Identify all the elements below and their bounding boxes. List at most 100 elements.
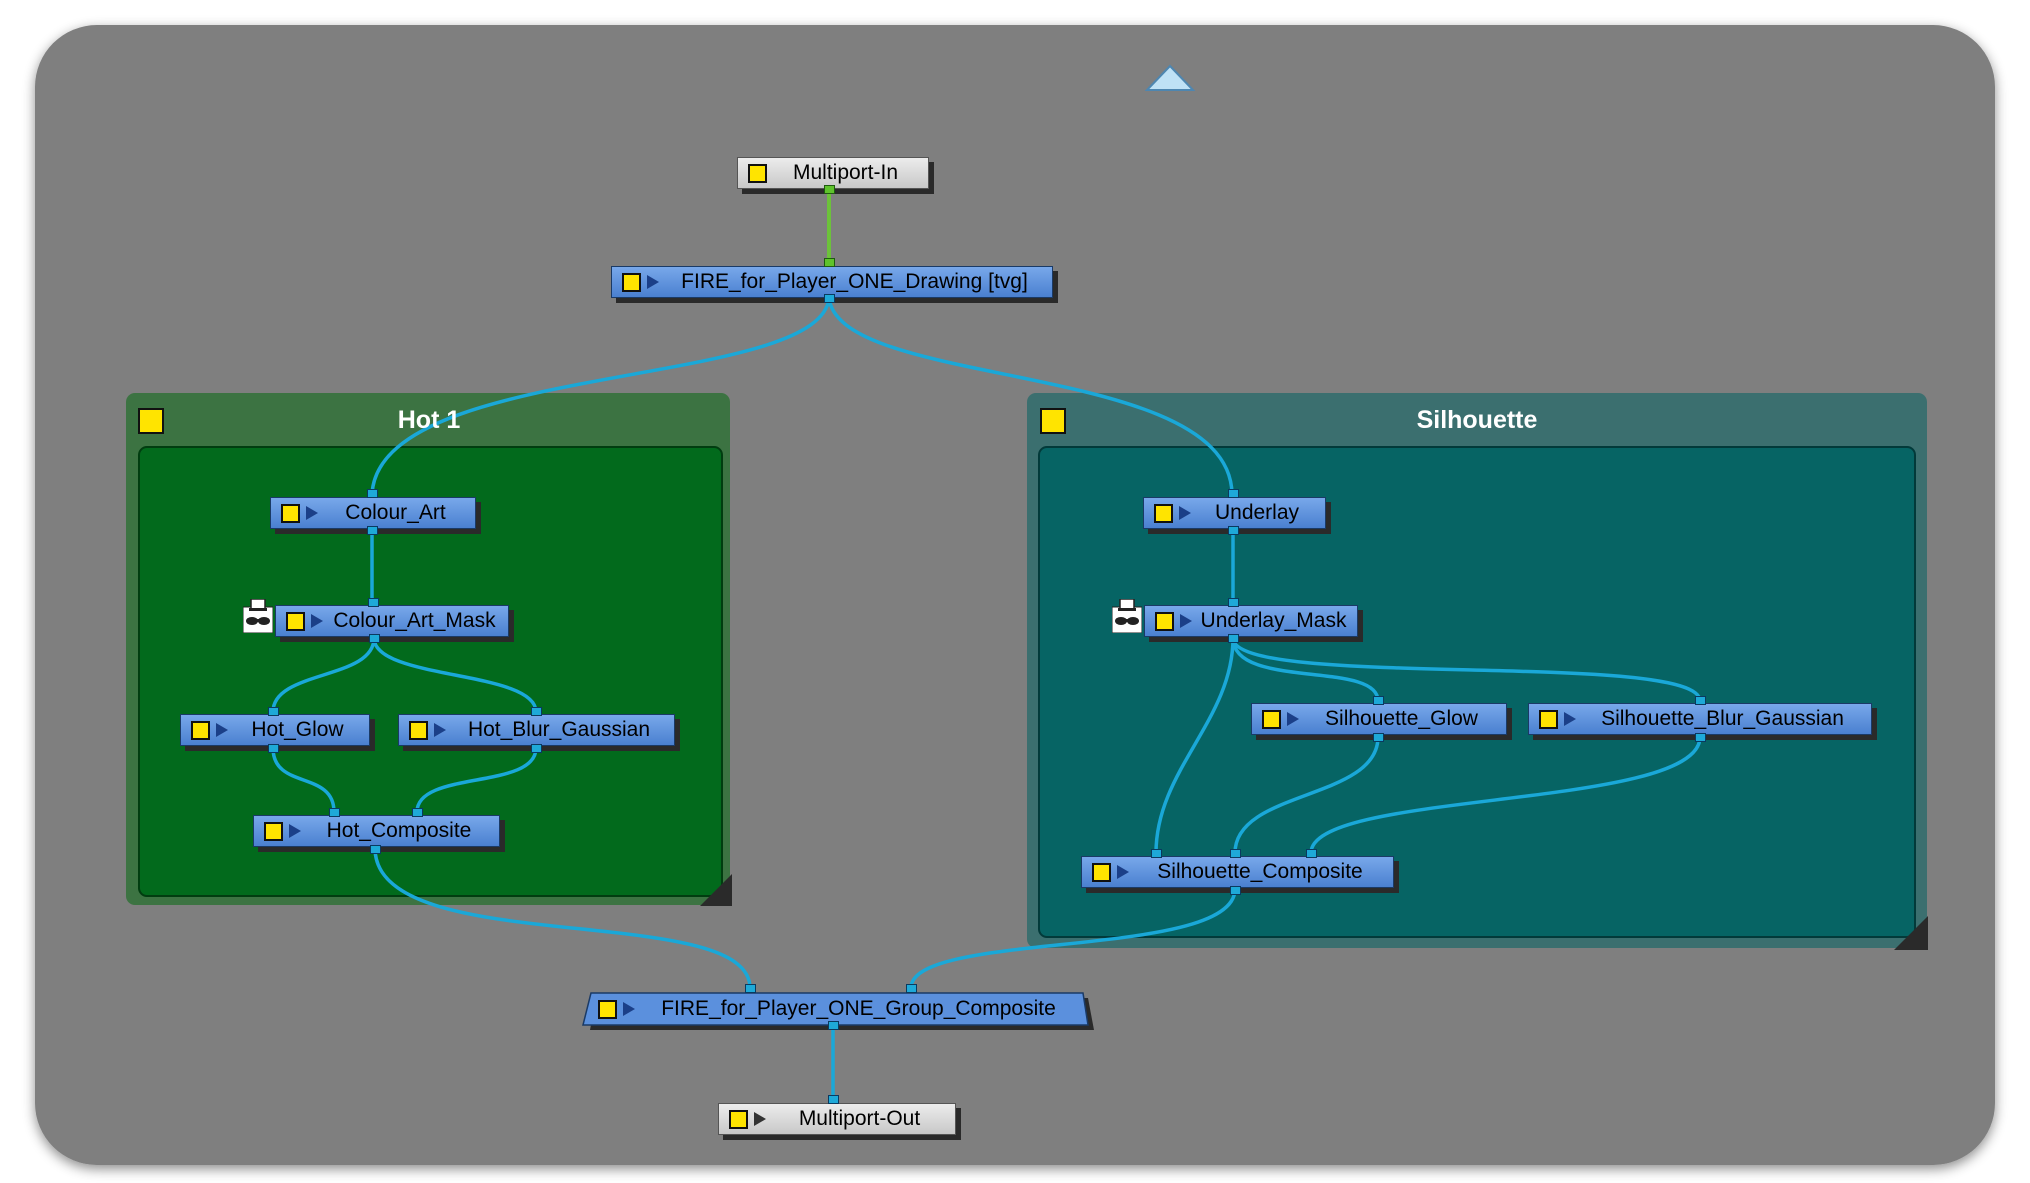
group-silhouette-body	[1038, 446, 1916, 938]
node-label: Silhouette_Composite	[1157, 860, 1363, 883]
wire-silhouette-blur-to-composite	[1309, 736, 1702, 854]
input-port[interactable]	[1230, 849, 1241, 858]
wire-silhouette-glow-to-composite	[1233, 736, 1380, 854]
wire-mask-to-hot-glow	[271, 637, 376, 713]
input-port[interactable]	[531, 707, 542, 716]
node-drawing[interactable]: FIRE_for_Player_ONE_Drawing [tvg]	[611, 266, 1053, 298]
enable-chip-icon[interactable]	[1262, 709, 1281, 729]
wire-hot-composite-to-group-composite	[373, 847, 752, 989]
input-port[interactable]	[412, 808, 423, 817]
play-triangle-icon[interactable]	[1564, 712, 1576, 726]
node-colour-art[interactable]: Colour_Art	[270, 497, 476, 529]
enable-chip-icon[interactable]	[1092, 862, 1111, 882]
input-port[interactable]	[367, 489, 378, 498]
play-triangle-icon[interactable]	[1287, 712, 1299, 726]
output-port[interactable]	[367, 526, 378, 535]
group-silhouette-enable-chip[interactable]	[1040, 408, 1066, 434]
wire-hot-blur-to-composite	[415, 747, 538, 813]
input-port[interactable]	[1695, 696, 1706, 705]
enable-chip-icon[interactable]	[1155, 611, 1174, 631]
input-port[interactable]	[1151, 849, 1162, 858]
play-triangle-icon[interactable]	[216, 723, 228, 737]
enable-chip-icon[interactable]	[409, 720, 428, 740]
up-arrow-icon[interactable]	[1144, 64, 1196, 91]
output-port[interactable]	[824, 185, 835, 194]
output-port[interactable]	[369, 634, 380, 643]
node-label: FIRE_for_Player_ONE_Drawing [tvg]	[681, 270, 1028, 293]
output-port[interactable]	[1230, 886, 1241, 895]
input-port[interactable]	[828, 1095, 839, 1104]
enable-chip-icon[interactable]	[598, 999, 617, 1019]
play-triangle-icon[interactable]	[1179, 506, 1191, 520]
node-label: Underlay_Mask	[1200, 609, 1347, 632]
node-label: Colour_Art	[345, 501, 446, 524]
mask-icon	[243, 599, 273, 633]
input-port[interactable]	[906, 984, 917, 993]
output-port[interactable]	[268, 744, 279, 753]
enable-chip-icon[interactable]	[748, 163, 767, 183]
node-hot-glow[interactable]: Hot_Glow	[180, 714, 370, 746]
wire-hot-glow-to-composite	[271, 747, 336, 813]
wire-drawing-to-colour-art	[370, 297, 831, 495]
group-hot-1-resize-handle[interactable]	[700, 874, 732, 906]
node-label: Underlay	[1214, 501, 1300, 524]
enable-chip-icon[interactable]	[729, 1109, 748, 1129]
input-port[interactable]	[368, 598, 379, 607]
enable-chip-icon[interactable]	[191, 720, 210, 740]
play-triangle-icon[interactable]	[1117, 865, 1129, 879]
enable-chip-icon[interactable]	[1539, 709, 1558, 729]
input-port[interactable]	[1228, 598, 1239, 607]
wire-silhouette-composite-to-group-composite	[909, 888, 1237, 989]
output-port[interactable]	[531, 744, 542, 753]
wire-mask-to-silhouette-glow	[1231, 637, 1380, 702]
output-port[interactable]	[1228, 526, 1239, 535]
output-port[interactable]	[828, 1021, 839, 1030]
input-port[interactable]	[1306, 849, 1317, 858]
input-port[interactable]	[1228, 489, 1239, 498]
mask-icon	[1112, 599, 1142, 633]
node-underlay[interactable]: Underlay	[1143, 497, 1326, 529]
enable-chip-icon[interactable]	[286, 611, 305, 631]
play-triangle-icon[interactable]	[289, 824, 301, 838]
output-port[interactable]	[1695, 733, 1706, 742]
node-label: Hot_Glow	[251, 718, 344, 741]
node-underlay-mask[interactable]: Underlay_Mask	[1144, 605, 1358, 637]
node-colour-art-mask[interactable]: Colour_Art_Mask	[275, 605, 509, 637]
group-silhouette-resize-handle[interactable]	[1894, 916, 1928, 950]
node-silhouette-composite[interactable]: Silhouette_Composite	[1081, 856, 1394, 888]
node-label: Multiport-In	[792, 161, 899, 184]
node-hot-blur-gaussian[interactable]: Hot_Blur_Gaussian	[398, 714, 675, 746]
input-port[interactable]	[824, 258, 835, 267]
play-triangle-icon[interactable]	[754, 1112, 766, 1126]
enable-chip-icon[interactable]	[281, 503, 300, 523]
node-multiport-out[interactable]: Multiport-Out	[718, 1103, 956, 1135]
input-port[interactable]	[745, 984, 756, 993]
enable-chip-icon[interactable]	[1154, 503, 1173, 523]
wire-mask-to-silhouette-composite	[1154, 637, 1235, 854]
input-port[interactable]	[329, 808, 340, 817]
play-triangle-icon[interactable]	[306, 506, 318, 520]
input-port[interactable]	[268, 707, 279, 716]
wire-drawing-to-underlay	[827, 297, 1234, 495]
play-triangle-icon[interactable]	[434, 723, 446, 737]
play-triangle-icon[interactable]	[623, 1002, 635, 1016]
node-group-composite[interactable]: FIRE_for_Player_ONE_Group_Composite	[588, 993, 1084, 1025]
play-triangle-icon[interactable]	[1180, 614, 1192, 628]
output-port[interactable]	[370, 845, 381, 854]
node-label: FIRE_for_Player_ONE_Group_Composite	[661, 997, 1056, 1020]
group-hot-1-enable-chip[interactable]	[138, 408, 164, 434]
node-silhouette-glow[interactable]: Silhouette_Glow	[1251, 703, 1507, 735]
enable-chip-icon[interactable]	[264, 821, 283, 841]
play-triangle-icon[interactable]	[647, 275, 659, 289]
input-port[interactable]	[1373, 696, 1384, 705]
output-port[interactable]	[1373, 733, 1384, 742]
play-triangle-icon[interactable]	[311, 614, 323, 628]
output-port[interactable]	[1228, 634, 1239, 643]
node-label: Silhouette_Glow	[1325, 707, 1478, 730]
node-silhouette-blur-gaussian[interactable]: Silhouette_Blur_Gaussian	[1528, 703, 1872, 735]
node-label: Hot_Composite	[326, 819, 472, 842]
output-port[interactable]	[824, 294, 835, 303]
enable-chip-icon[interactable]	[622, 272, 641, 292]
node-hot-composite[interactable]: Hot_Composite	[253, 815, 500, 847]
